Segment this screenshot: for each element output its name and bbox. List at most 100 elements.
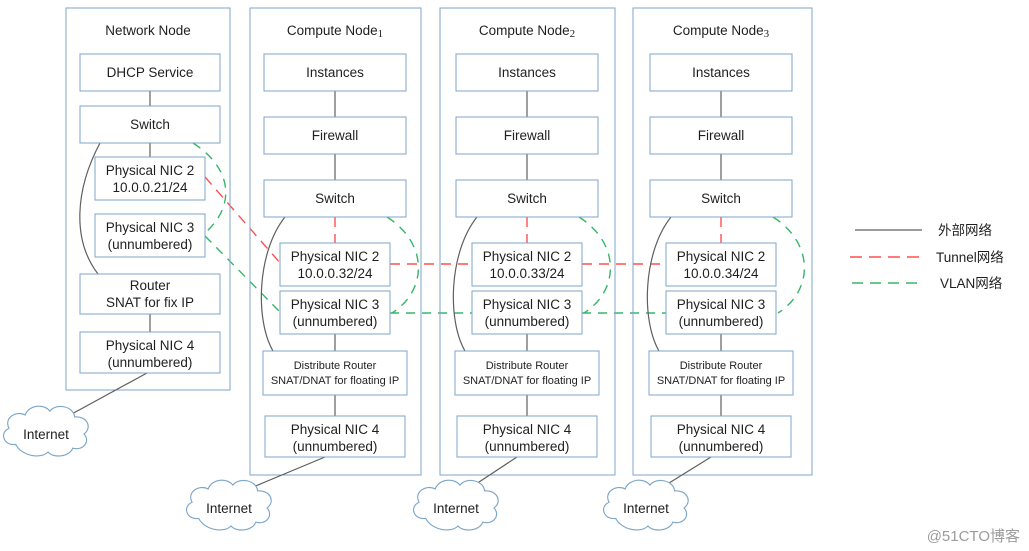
network-node: Network Node DHCP Service Switch Physica… — [65, 7, 231, 416]
cn2-switch-label: Switch — [507, 191, 547, 206]
legend: 外部网络 Tunnel网络 VLAN网络 — [850, 223, 1004, 291]
cn2-connector-switch-router — [452, 216, 478, 352]
cn3-nic3-box — [665, 290, 777, 335]
cn3-title: Compute Node3 — [673, 23, 770, 40]
nn-nic4-name: Physical NIC 4 — [106, 338, 195, 353]
internet-label-1: Internet — [206, 501, 252, 516]
cn3-vlan-loop — [772, 216, 806, 314]
cn3-nic3-note: (unnumbered) — [679, 314, 764, 329]
cn3-firewall-box — [649, 116, 793, 155]
cn3-switch-label: Switch — [701, 191, 741, 206]
cn3-box — [632, 7, 813, 476]
cn2-nic2-name: Physical NIC 2 — [483, 249, 572, 264]
cn2-firewall-label: Firewall — [504, 128, 551, 143]
nn-nic3-name: Physical NIC 3 — [106, 220, 195, 235]
vlan-loop-nn — [192, 142, 227, 233]
legend-tunnel-label: Tunnel网络 — [936, 250, 1004, 265]
cn1-nic2-ip: 10.0.0.32/24 — [297, 266, 373, 281]
nn-nic2-box — [94, 156, 206, 201]
nn-switch-label: Switch — [130, 117, 170, 132]
cn2-router-box — [454, 350, 600, 396]
vlan-network-link-nn-cn1 — [204, 235, 282, 314]
cn1-nic3-box — [279, 290, 391, 335]
internet-label-3: Internet — [623, 501, 669, 516]
cn1-router-line1: Distribute Router — [294, 360, 377, 372]
cn3-router-line1: Distribute Router — [680, 360, 763, 372]
nn-nic2-name: Physical NIC 2 — [106, 163, 195, 178]
legend-vlan-label: VLAN网络 — [940, 276, 1003, 291]
nn-switch-box — [79, 105, 221, 144]
nn-nic4-note: (unnumbered) — [108, 355, 193, 370]
nn-nic3-note: (unnumbered) — [108, 237, 193, 252]
cn1-instances-box — [263, 53, 407, 92]
cn1-firewall-label: Firewall — [312, 128, 359, 143]
cn1-external-line-internet — [245, 456, 326, 491]
nn-router-box — [79, 273, 221, 315]
cn2-nic3-name: Physical NIC 3 — [483, 297, 572, 312]
cn1-nic4-note: (unnumbered) — [293, 439, 378, 454]
watermark: @51CTO博客 — [927, 528, 1020, 545]
cn2-instances-box — [455, 53, 599, 92]
compute-node-1: Compute Node1 Instances Firewall Switch … — [245, 7, 422, 491]
cn1-switch-box — [263, 179, 407, 218]
cn1-firewall-box — [263, 116, 407, 155]
dhcp-service-label: DHCP Service — [107, 65, 194, 80]
cn1-nic4-box — [264, 415, 406, 458]
cn3-nic4-name: Physical NIC 4 — [677, 422, 766, 437]
cn1-title: Compute Node1 — [287, 23, 383, 40]
cn2-box — [439, 7, 616, 476]
cn2-nic3-box — [471, 290, 583, 335]
cn1-router-box — [262, 350, 408, 396]
cn2-nic4-name: Physical NIC 4 — [483, 422, 572, 437]
cn2-instances-label: Instances — [498, 65, 556, 80]
nn-nic4-box — [79, 331, 221, 374]
cn2-switch-box — [455, 179, 599, 218]
cn3-router-line2: SNAT/DNAT for floating IP — [657, 375, 785, 387]
cn2-router-line2: SNAT/DNAT for floating IP — [463, 375, 591, 387]
cn2-router-line1: Distribute Router — [486, 360, 569, 372]
cn1-switch-label: Switch — [315, 191, 355, 206]
cn1-nic2-name: Physical NIC 2 — [291, 249, 380, 264]
cn3-firewall-label: Firewall — [698, 128, 745, 143]
network-node-box — [65, 7, 231, 391]
cn1-nic4-name: Physical NIC 4 — [291, 422, 380, 437]
legend-external-label: 外部网络 — [938, 223, 992, 238]
nn-router-line1: Router — [130, 278, 171, 293]
tunnel-network-link-nn-cn1 — [204, 176, 282, 265]
cn3-connector-switch-router — [646, 216, 672, 352]
cn3-switch-box — [649, 179, 793, 218]
cn3-instances-label: Instances — [692, 65, 750, 80]
cn1-connector-switch-router — [260, 216, 286, 352]
cn3-nic2-ip: 10.0.0.34/24 — [683, 266, 759, 281]
cn3-router-box — [648, 350, 794, 396]
cn3-nic2-name: Physical NIC 2 — [677, 249, 766, 264]
cn2-firewall-box — [455, 116, 599, 155]
cn2-nic4-note: (unnumbered) — [485, 439, 570, 454]
cn1-nic3-note: (unnumbered) — [293, 314, 378, 329]
nn-router-line2: SNAT for fix IP — [106, 295, 194, 310]
dhcp-service-box — [79, 53, 221, 92]
cn3-instances-box — [649, 53, 793, 92]
cn3-nic4-box — [650, 415, 792, 458]
cn2-nic2-ip: 10.0.0.33/24 — [489, 266, 565, 281]
nn-nic2-ip: 10.0.0.21/24 — [112, 180, 188, 195]
internet-label-2: Internet — [433, 501, 479, 516]
cn2-title: Compute Node2 — [479, 23, 575, 40]
network-node-title: Network Node — [105, 23, 191, 38]
cn3-nic3-name: Physical NIC 3 — [677, 297, 766, 312]
cn2-nic4-box — [456, 415, 598, 458]
cn1-vlan-loop — [386, 216, 420, 314]
cn2-nic3-note: (unnumbered) — [485, 314, 570, 329]
cn3-nic4-note: (unnumbered) — [679, 439, 764, 454]
cn1-nic2-box — [279, 242, 391, 287]
nn-nic3-box — [94, 213, 206, 258]
compute-node-3: Compute Node3 Instances Firewall Switch … — [632, 7, 813, 489]
cn1-instances-label: Instances — [306, 65, 364, 80]
internet-label-left: Internet — [23, 427, 69, 442]
cn1-box — [249, 7, 422, 476]
connector-switch-router — [79, 142, 101, 275]
external-line-nn-internet — [69, 372, 148, 416]
cn3-nic2-box — [665, 242, 777, 287]
